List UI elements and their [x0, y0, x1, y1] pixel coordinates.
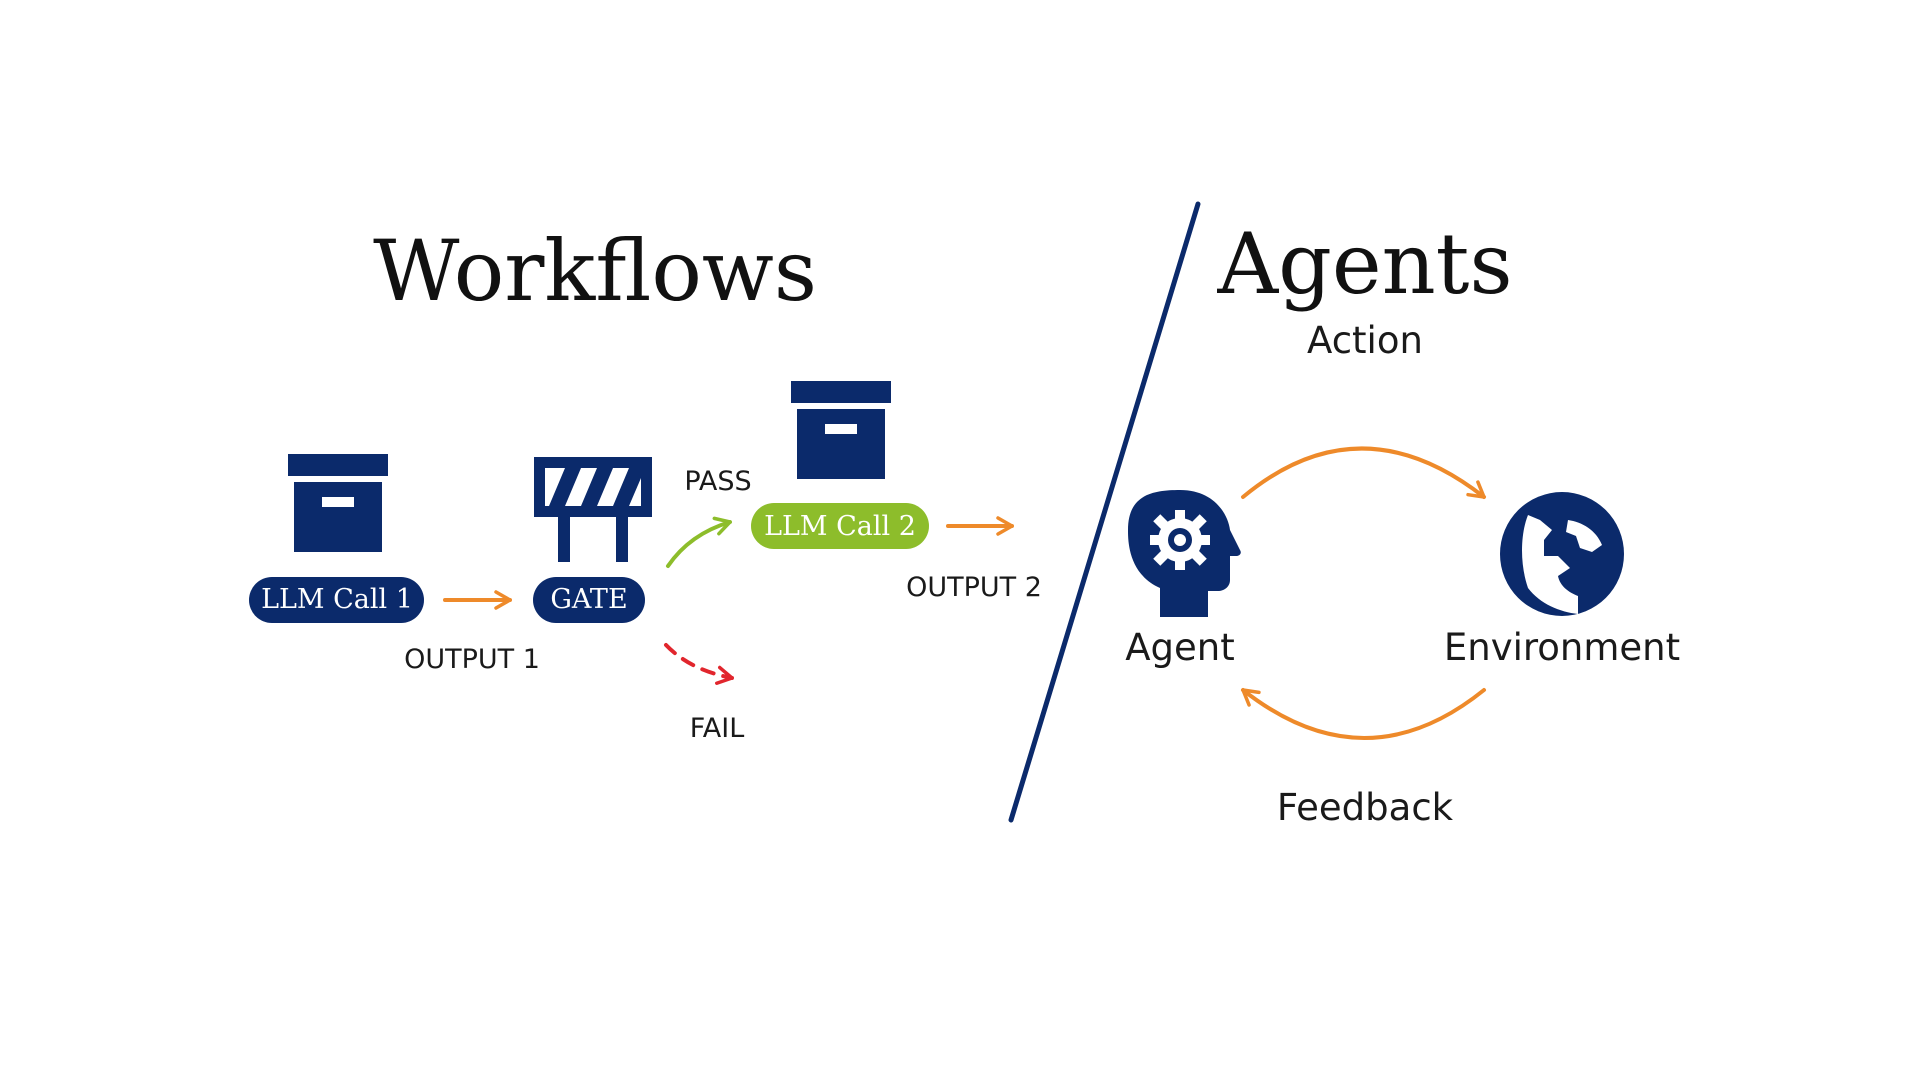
- workflows-title: Workflows: [373, 222, 817, 320]
- pass-label: PASS: [684, 466, 751, 497]
- pass-arrow: [666, 516, 732, 568]
- llm-call-1-node: LLM Call 1: [249, 577, 424, 623]
- feedback-arrow: [1241, 688, 1486, 740]
- output-1-label: OUTPUT 1: [404, 644, 540, 675]
- llm-call-2-label: LLM Call 2: [764, 511, 916, 542]
- environment-label: Environment: [1444, 626, 1680, 669]
- section-divider: [1008, 201, 1201, 823]
- archive-box-icon: [791, 381, 891, 479]
- barrier-gate-icon: [534, 457, 652, 562]
- fail-label: FAIL: [690, 713, 745, 744]
- head-gear-icon: [1128, 490, 1241, 617]
- gate-label: GATE: [550, 584, 627, 615]
- llm-call-1-label: LLM Call 1: [261, 584, 413, 615]
- fail-arrow: [664, 643, 734, 685]
- action-arrow: [1241, 446, 1486, 499]
- archive-box-icon: [288, 454, 388, 552]
- globe-icon: [1500, 492, 1624, 616]
- feedback-label: Feedback: [1277, 786, 1454, 829]
- llm-call-2-node: LLM Call 2: [751, 503, 929, 549]
- action-label: Action: [1307, 319, 1423, 362]
- output-2-label: OUTPUT 2: [906, 572, 1042, 603]
- gate-node: GATE: [533, 577, 645, 623]
- agents-title: Agents: [1216, 215, 1512, 313]
- agent-label: Agent: [1125, 626, 1235, 669]
